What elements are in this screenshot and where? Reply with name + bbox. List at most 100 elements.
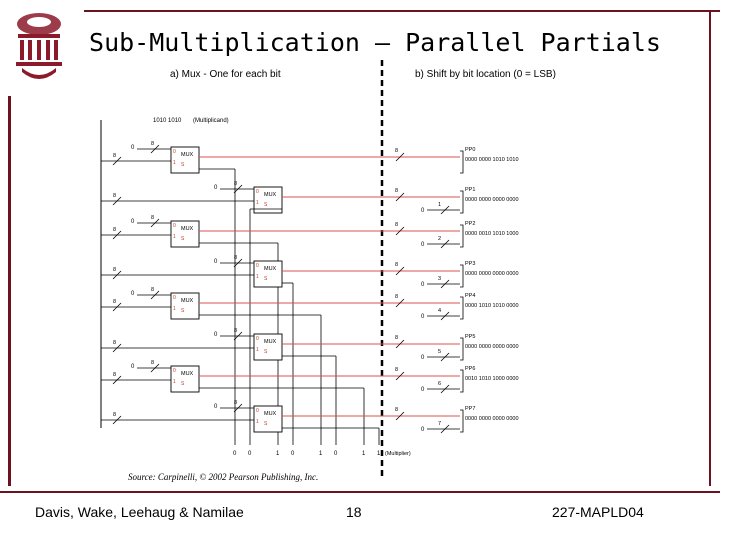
bus-width-label: 8 bbox=[113, 193, 116, 199]
bus-width-label: 8 bbox=[395, 188, 398, 194]
partial-label: PP5 bbox=[465, 334, 475, 340]
bus-slash bbox=[112, 270, 122, 280]
mux-select-label: S bbox=[181, 381, 185, 387]
bus-slash bbox=[395, 339, 405, 349]
bus-width-label: 8 bbox=[113, 412, 116, 418]
mux-input-0-label: 0 bbox=[256, 189, 259, 195]
shift-zero: 0 bbox=[421, 242, 425, 248]
mux-select-label: S bbox=[264, 349, 268, 355]
bus-slash bbox=[395, 411, 405, 421]
multiplier-bit: 0 bbox=[248, 451, 252, 457]
footer-page-number: 18 bbox=[346, 504, 362, 520]
mux-select-label: S bbox=[264, 276, 268, 282]
multiplier-bit: 1 bbox=[377, 451, 381, 457]
mux-label: MUX bbox=[264, 266, 277, 272]
multiplier-bit: 0 bbox=[291, 451, 295, 457]
mux-input-1-label: 1 bbox=[173, 306, 176, 312]
mux-input-0-label: 0 bbox=[173, 223, 176, 229]
bus-width-label: 8 bbox=[113, 372, 116, 378]
partial-value: 0000 0000 0000 0000 bbox=[465, 197, 519, 203]
bus-slash bbox=[395, 192, 405, 202]
partial-value: 0000 1010 1010 0000 bbox=[465, 303, 519, 309]
footer-authors: Davis, Wake, Leehaug & Namilae bbox=[35, 504, 244, 520]
mux-input-0-label: 0 bbox=[256, 336, 259, 342]
bus-width-label: 8 bbox=[113, 227, 116, 233]
bus-slash bbox=[440, 239, 450, 249]
partial-label: PP3 bbox=[465, 261, 475, 267]
multiplicand-label: (Multiplicand) bbox=[193, 118, 229, 124]
multiplier-bit: 1 bbox=[362, 451, 366, 457]
multiplicand-value: 1010 1010 bbox=[153, 118, 182, 124]
bus-slash bbox=[440, 352, 450, 362]
mux-input-0-label: 0 bbox=[173, 368, 176, 374]
bus-width-label: 8 bbox=[395, 294, 398, 300]
mux-input-1-label: 1 bbox=[173, 234, 176, 240]
bus-slash bbox=[440, 384, 450, 394]
shift-amount-label: 6 bbox=[438, 381, 441, 387]
bus-width-label: 8 bbox=[151, 215, 154, 221]
bus-width-label: 8 bbox=[395, 222, 398, 228]
mux-select-label: S bbox=[264, 421, 268, 427]
shift-zero: 0 bbox=[421, 387, 425, 393]
bus-width-label: 8 bbox=[234, 400, 237, 406]
constant-zero: 0 bbox=[214, 259, 218, 265]
shift-amount-label: 3 bbox=[438, 276, 441, 282]
bus-slash bbox=[112, 230, 122, 240]
bus-width-label: 8 bbox=[151, 141, 154, 147]
bus-width-label: 8 bbox=[113, 267, 116, 273]
bus-width-label: 8 bbox=[234, 181, 237, 187]
mux-label: MUX bbox=[264, 339, 277, 345]
pp-bracket bbox=[460, 296, 464, 320]
mux-input-0-label: 0 bbox=[173, 295, 176, 301]
bus-width-label: 8 bbox=[395, 148, 398, 154]
pp-bracket bbox=[460, 337, 464, 361]
bus-width-label: 8 bbox=[395, 335, 398, 341]
partial-label: PP2 bbox=[465, 221, 475, 227]
partial-value: 0010 1010 1000 0000 bbox=[465, 376, 519, 382]
bus-slash bbox=[233, 184, 243, 194]
mux-label: MUX bbox=[181, 152, 194, 158]
left-heading: a) Mux - One for each bit bbox=[170, 69, 281, 80]
mux-input-0-label: 0 bbox=[256, 408, 259, 414]
multiplier-bit: 1 bbox=[276, 451, 280, 457]
constant-zero: 0 bbox=[131, 145, 135, 151]
mux-input-1-label: 1 bbox=[256, 274, 259, 280]
bus-width-label: 8 bbox=[234, 255, 237, 261]
bus-slash bbox=[440, 311, 450, 321]
shift-amount-label: 7 bbox=[438, 421, 441, 427]
constant-zero: 0 bbox=[214, 404, 218, 410]
shift-zero: 0 bbox=[421, 355, 425, 361]
bus-width-label: 8 bbox=[234, 328, 237, 334]
mux-box bbox=[170, 220, 200, 248]
bus-slash bbox=[233, 331, 243, 341]
frame-bottom-rule bbox=[0, 491, 720, 493]
bus-slash bbox=[150, 144, 160, 154]
bus-slash bbox=[112, 375, 122, 385]
mux-box bbox=[253, 405, 283, 433]
bus-slash bbox=[150, 290, 160, 300]
mux-input-1-label: 1 bbox=[256, 419, 259, 425]
shift-zero: 0 bbox=[421, 427, 425, 433]
mux-label: MUX bbox=[264, 411, 277, 417]
mux-select-label: S bbox=[264, 202, 268, 208]
mux-select-label: S bbox=[181, 308, 185, 314]
bus-slash bbox=[395, 298, 405, 308]
bus-width-label: 8 bbox=[113, 153, 116, 159]
footer-code: 227-MAPLD04 bbox=[552, 504, 644, 520]
partial-label: PP6 bbox=[465, 366, 475, 372]
shift-zero: 0 bbox=[421, 208, 425, 214]
mux-label: MUX bbox=[181, 226, 194, 232]
pp-bracket bbox=[460, 150, 464, 174]
frame-top-rule bbox=[84, 10, 720, 12]
bus-slash bbox=[112, 196, 122, 206]
partial-value: 0000 0000 0000 0000 bbox=[465, 271, 519, 277]
bus-width-label: 8 bbox=[151, 360, 154, 366]
frame-left-rule bbox=[8, 96, 11, 486]
bus-width-label: 8 bbox=[113, 340, 116, 346]
bus-width-label: 8 bbox=[151, 287, 154, 293]
pp-bracket bbox=[460, 264, 464, 288]
pp-bracket bbox=[460, 190, 464, 214]
partial-label: PP4 bbox=[465, 293, 475, 299]
constant-zero: 0 bbox=[214, 332, 218, 338]
shift-amount-label: 4 bbox=[438, 308, 441, 314]
